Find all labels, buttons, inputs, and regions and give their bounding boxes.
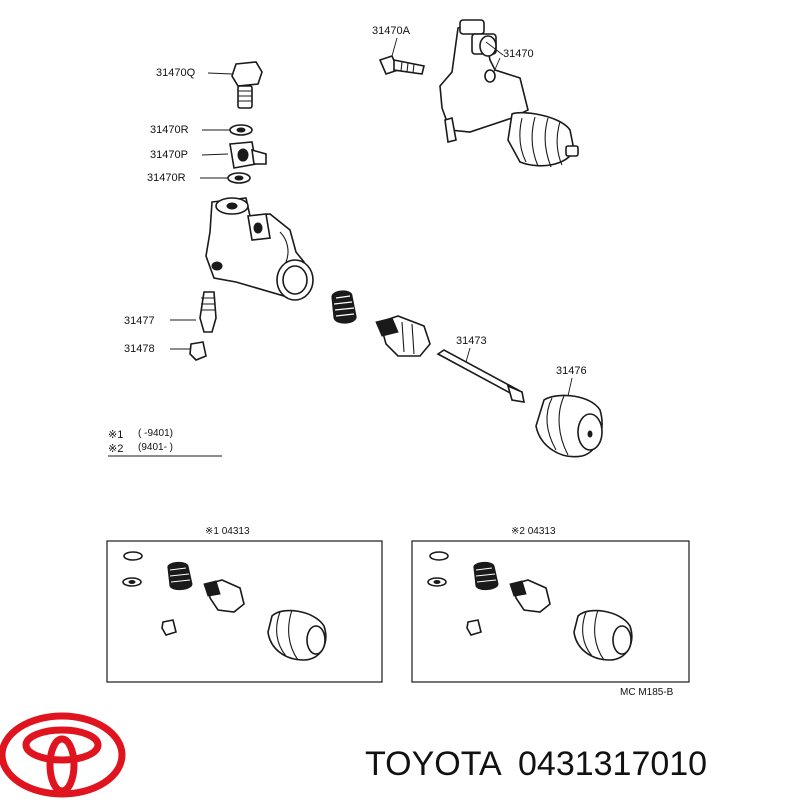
leader-31470Q bbox=[207, 72, 233, 75]
label-31470: 31470 bbox=[503, 48, 534, 60]
label-31478: 31478 bbox=[124, 343, 155, 355]
washer-31470R-bottom bbox=[227, 172, 251, 184]
bolt-31470Q bbox=[231, 61, 263, 109]
label-31470Q: 31470Q bbox=[156, 67, 196, 79]
legend-range-2: (9401- ) bbox=[138, 442, 173, 453]
brand-name: TOYOTA bbox=[365, 745, 502, 783]
label-31470R-bottom: 31470R bbox=[147, 172, 186, 184]
union-31470P bbox=[229, 141, 267, 169]
leader-31470A bbox=[391, 37, 398, 57]
cylinder-body bbox=[205, 197, 314, 301]
label-31470P: 31470P bbox=[150, 149, 188, 161]
label-31473: 31473 bbox=[456, 335, 487, 347]
boot-31476 bbox=[535, 394, 603, 458]
clutch-release-cylinder-assembly bbox=[439, 19, 579, 168]
leader-31473 bbox=[465, 347, 471, 363]
push-rod-31473 bbox=[436, 349, 526, 403]
bleeder-plug-31477 bbox=[199, 291, 217, 333]
toyota-logo-icon bbox=[0, 712, 126, 798]
leader-31470P bbox=[201, 153, 229, 156]
piston bbox=[375, 315, 431, 357]
legend-range-1: ( -9401) bbox=[138, 428, 173, 439]
part-number: 0431317010 bbox=[518, 745, 707, 783]
reference-code: MC M185-B bbox=[620, 687, 674, 698]
label-31470A: 31470A bbox=[372, 25, 411, 37]
kit-title-2: ※2 04313 bbox=[511, 526, 556, 537]
spring bbox=[331, 290, 357, 324]
legend-mark-1: ※1 bbox=[108, 429, 123, 441]
applicability-legend: ※1 ( -9401) ※2 (9401- ) bbox=[108, 428, 222, 457]
label-31470R-top: 31470R bbox=[150, 124, 189, 136]
bleeder-cap-31478 bbox=[189, 341, 207, 361]
label-31477: 31477 bbox=[124, 315, 155, 327]
legend-mark-2: ※2 bbox=[108, 443, 123, 455]
washer-31470R-top bbox=[229, 124, 253, 136]
label-31476: 31476 bbox=[556, 365, 587, 377]
leader-31476 bbox=[567, 377, 573, 397]
kit-box-1 bbox=[106, 540, 383, 683]
kit-box-2 bbox=[411, 540, 690, 683]
bolt-31470A bbox=[378, 55, 425, 75]
leader-31470 bbox=[485, 41, 504, 56]
kit-title-1: ※1 04313 bbox=[205, 526, 250, 537]
